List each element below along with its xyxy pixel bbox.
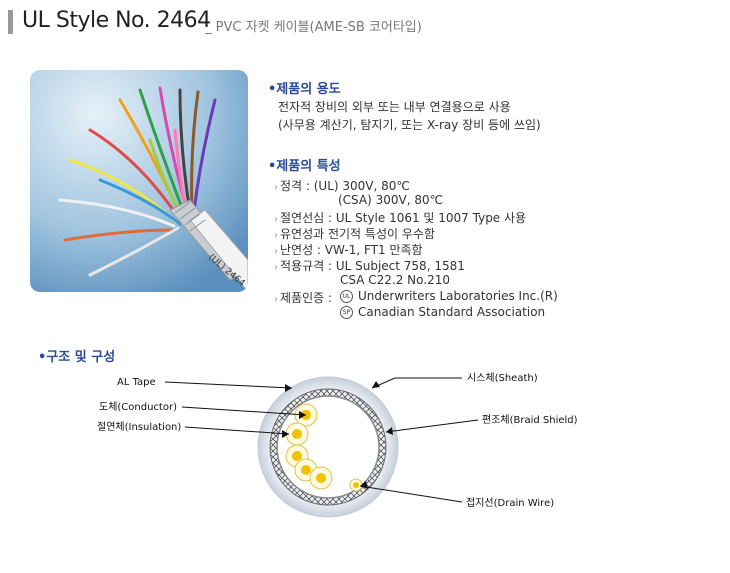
features-heading: •제품의 특성 [268,159,341,174]
arrowhead [386,427,393,435]
insulation-leader [184,426,290,435]
feature-rating-csa: (CSA) 300V, 80℃ [338,193,444,207]
arrowhead [372,381,380,388]
cable-cross-section-diagram: AL Tape 도체(Conductor) 절연체(Insulation) 시스… [97,372,578,518]
chevron-right-icon: › [274,294,278,305]
feature-insulation-text: 절연선심 : UL Style 1061 및 1007 Type 사용 [280,211,527,225]
feature-rating-text: 정격 : (UL) 300V, 80℃ [280,179,410,193]
title-accent-bar [8,10,13,34]
drain-wire [349,478,363,492]
arrowhead [285,384,292,392]
feature-flexibility-text: 유연성과 전기적 특성이 우수함 [280,227,435,241]
conductor-leader [181,406,307,416]
drain-leader [359,485,463,503]
usage-heading: •제품의 용도 [268,82,341,97]
feature-insulation: ›절연선심 : UL Style 1061 및 1007 Type 사용 [274,209,526,226]
cert-csa-row: SP Canadian Standard Association [340,305,545,319]
page-title: UL Style No. 2464 [22,8,211,33]
cable-photo-image: (UL) 2464 [30,70,248,292]
feature-standard: ›적용규격 : UL Subject 758, 1581 [274,257,465,274]
usage-line-1: 전자적 장비의 외부 또는 내부 연결용으로 사용 [278,100,511,114]
label-drain: 접지선(Drain Wire) [466,497,554,509]
feature-flexibility: ›유연성과 전기적 특성이 우수함 [274,225,435,242]
label-conductor: 도체(Conductor) [99,401,177,413]
chevron-right-icon: › [274,262,278,273]
structure-heading: •구조 및 구성 [38,350,116,365]
label-braid: 편조체(Braid Shield) [482,414,578,426]
chevron-right-icon: › [274,246,278,257]
insulated-core [285,422,309,446]
usage-line-2: (사무용 계산기, 탐지기, 또는 X-ray 장비 등에 쓰임) [278,118,541,132]
al-tape-leader [164,381,293,389]
feature-flame: ›난연성 : VW-1, FT1 만족함 [274,241,423,258]
conductor-group [285,403,363,492]
arrowhead [282,430,289,438]
feature-cert-label: 제품인증 : [280,291,333,305]
cert-ul-row: UL Underwriters Laboratories Inc.(R) [340,289,558,303]
ul-mark-icon: UL [340,290,353,303]
feature-rating: ›정격 : (UL) 300V, 80℃ [274,177,410,194]
label-al-tape: AL Tape [117,377,156,388]
cert-ul-text: Underwriters Laboratories Inc.(R) [358,289,558,303]
chevron-right-icon: › [274,214,278,225]
arrowhead [299,411,306,419]
feature-standard-text: 적용규격 : UL Subject 758, 1581 [280,259,465,273]
chevron-right-icon: › [274,182,278,193]
label-sheath: 시스체(Sheath) [467,372,538,384]
page-subtitle: _ PVC 자켓 케이블(AME-SB 코어타입) [205,20,422,35]
cert-csa-text: Canadian Standard Association [358,305,546,319]
braid-leader [385,419,479,433]
csa-mark-icon: SP [340,306,353,319]
feature-cert: ›제품인증 : [274,289,332,306]
feature-standard-csa: CSA C22.2 No.210 [340,273,450,287]
chevron-right-icon: › [274,230,278,241]
cable-photo: (UL) 2464 [30,70,248,292]
feature-flame-text: 난연성 : VW-1, FT1 만족함 [280,243,423,257]
arrowhead [360,481,368,489]
label-insulation: 절연체(Insulation) [97,420,181,433]
insulated-core [309,466,333,490]
